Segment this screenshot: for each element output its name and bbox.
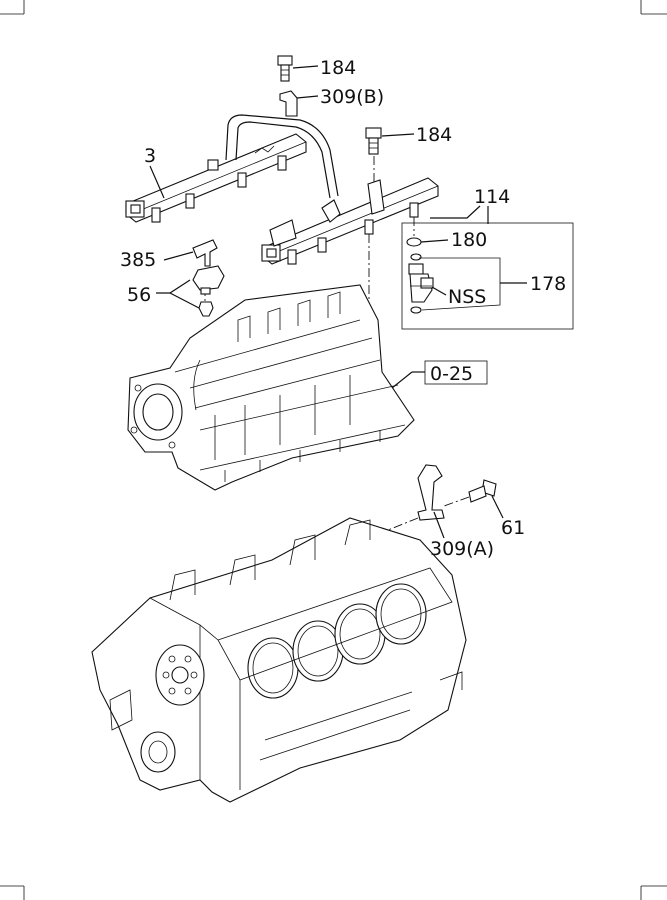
callout-178: 178 xyxy=(530,273,566,295)
bracket-309b xyxy=(279,90,319,117)
callout-nss: NSS xyxy=(448,286,486,308)
callout-184-top: 184 xyxy=(320,57,356,79)
callout-180: 180 xyxy=(451,229,487,251)
callout-56: 56 xyxy=(127,284,151,306)
injector-kit-box-114 xyxy=(401,205,574,330)
bracket-309a xyxy=(387,464,445,539)
callout-114: 114 xyxy=(474,186,510,208)
callout-184-right: 184 xyxy=(416,124,452,146)
bolt-184-right xyxy=(365,127,415,190)
engine-block xyxy=(91,517,467,803)
callout-309a: 309(A) xyxy=(430,538,494,560)
callout-385: 385 xyxy=(120,249,156,271)
intake-manifold xyxy=(127,284,415,491)
callout-3: 3 xyxy=(144,145,156,167)
callout-0-25: 0-25 xyxy=(430,363,473,385)
reference-box-0-25 xyxy=(391,360,488,389)
callout-61: 61 xyxy=(501,517,525,539)
bolt-184-top xyxy=(277,55,319,82)
fuel-rail-assembly xyxy=(125,114,439,410)
sensor-385-56 xyxy=(156,239,225,317)
callout-309b: 309(B) xyxy=(320,86,384,108)
callout-labels: 184 309(B) 184 3 114 180 385 178 NSS 56 … xyxy=(120,57,566,560)
bolt-61 xyxy=(443,479,504,519)
